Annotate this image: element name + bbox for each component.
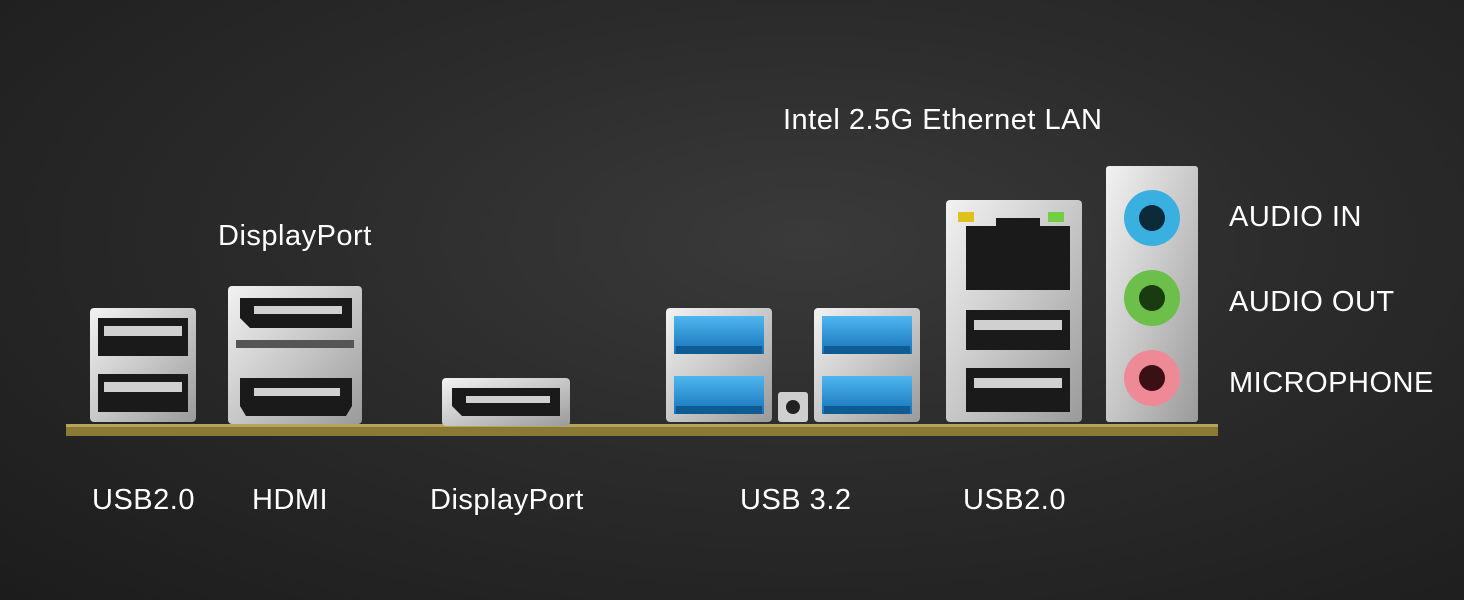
label-displayport-bottom: DisplayPort [430,484,584,516]
label-usb32: USB 3.2 [740,484,852,516]
clear-cmos-button [778,392,808,422]
label-hdmi: HDMI [252,484,329,516]
label-audio-out: AUDIO OUT [1229,286,1395,318]
displayport-port [442,378,570,426]
usb32-port-right [814,308,920,422]
label-lan: Intel 2.5G Ethernet LAN [783,104,1103,136]
dp-hdmi-port [228,286,362,424]
audio-panel [1106,166,1198,422]
usb32-port-left [666,308,772,422]
label-usb20-left: USB2.0 [92,484,195,516]
label-top-displayport: DisplayPort [218,220,372,252]
usb2-left-port [90,308,196,422]
label-microphone: MICROPHONE [1229,367,1434,399]
label-audio-in: AUDIO IN [1229,201,1362,233]
lan-usb2-stack [946,200,1082,422]
label-usb20-right: USB2.0 [963,484,1066,516]
